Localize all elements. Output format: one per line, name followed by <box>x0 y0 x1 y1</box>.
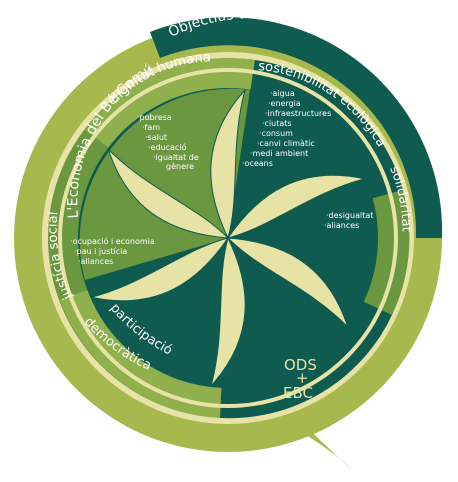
petal-2 <box>226 174 365 239</box>
list-item: ·ocupació i economia <box>70 236 155 246</box>
list-item: ·igualtat de <box>153 153 199 162</box>
list-item: gènere <box>166 161 194 171</box>
petal-6 <box>107 148 230 239</box>
list-ecologica: ·aigua ·energia ·infraestructures ·ciuta… <box>242 89 331 168</box>
list-item: ·ciutats <box>262 119 292 128</box>
list-justicia: ·ocupació i economia ·pau i justícia ·al… <box>70 236 155 266</box>
list-item: ·energia <box>268 99 301 108</box>
petal-3 <box>226 237 349 328</box>
ods-band <box>150 17 443 239</box>
list-item: ·pau i justícia <box>74 247 127 256</box>
pinwheel <box>91 89 365 387</box>
ods-ebc-badge: ODS + EBC <box>283 356 317 402</box>
list-item: ·aliances <box>324 221 359 230</box>
list-item: ·fam <box>142 123 160 132</box>
petal-1 <box>210 89 246 240</box>
list-item: ·salut <box>145 133 167 142</box>
list-item: ·aigua <box>270 89 295 98</box>
badge-ods: ODS <box>284 356 317 374</box>
badge-plus: + <box>296 369 309 387</box>
list-dignitat: ·pobresa ·fam ·salut ·educació ·igualtat… <box>137 113 199 171</box>
list-item: ·educació <box>148 142 187 152</box>
list-item: ·consum <box>259 129 293 138</box>
leaf-stem <box>296 418 352 470</box>
list-solidaritat: ·desigualtat ·aliances <box>324 211 373 230</box>
inner-cream-ring <box>58 68 398 408</box>
petal-5 <box>91 237 230 302</box>
list-item: ·medi ambient <box>250 149 308 158</box>
badge-ebc: EBC <box>283 384 313 402</box>
list-item: ·desigualtat <box>326 211 373 220</box>
list-item: ·pobresa <box>137 113 172 122</box>
list-item: ·canvi climàtic <box>257 139 315 148</box>
list-item: ·aliances <box>78 257 113 266</box>
list-item: ·oceans <box>242 159 273 168</box>
petal-4 <box>210 236 246 387</box>
list-item: ·infraestructures <box>265 109 331 118</box>
